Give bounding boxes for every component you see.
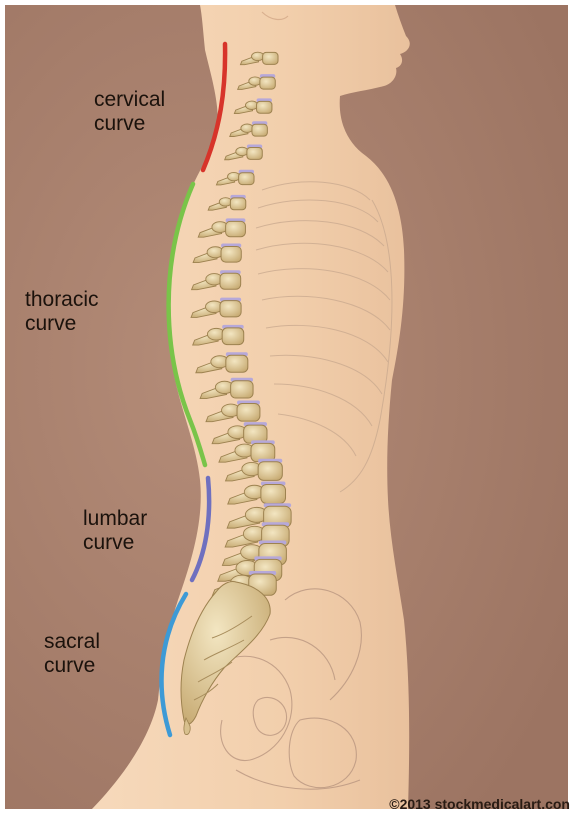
vertebral-body <box>226 221 246 236</box>
vertebral-body <box>220 273 241 289</box>
label-line: lumbar <box>83 507 147 531</box>
vertebral-body <box>252 124 267 136</box>
label-line: thoracic <box>25 288 99 312</box>
vertebral-body <box>237 403 260 421</box>
label-line: curve <box>94 112 165 136</box>
sacral-curve-label: sacral curve <box>44 630 100 678</box>
label-line: curve <box>83 531 147 555</box>
thoracic-curve-label: thoracic curve <box>25 288 99 336</box>
cervical-curve-label: cervical curve <box>94 88 165 136</box>
vertebral-body <box>257 101 272 113</box>
vertebral-body <box>231 381 253 398</box>
vertebral-body <box>239 173 254 185</box>
label-line: sacral <box>44 630 100 654</box>
vertebral-body <box>230 198 245 210</box>
vertebral-body <box>220 301 241 317</box>
vertebral-body <box>222 328 244 345</box>
vertebral-body <box>247 147 262 159</box>
label-line: curve <box>25 312 99 336</box>
vertebral-body <box>221 246 241 262</box>
vertebral-body <box>226 355 248 372</box>
vertebral-body <box>260 77 275 89</box>
vertebral-body <box>263 52 278 64</box>
lumbar-curve-label: lumbar curve <box>83 507 147 555</box>
copyright-notice: ©2013 stockmedicalart.con <box>389 796 570 812</box>
vertebral-body <box>258 462 282 481</box>
vertebral-body <box>261 484 286 503</box>
label-line: curve <box>44 654 100 678</box>
label-line: cervical <box>94 88 165 112</box>
